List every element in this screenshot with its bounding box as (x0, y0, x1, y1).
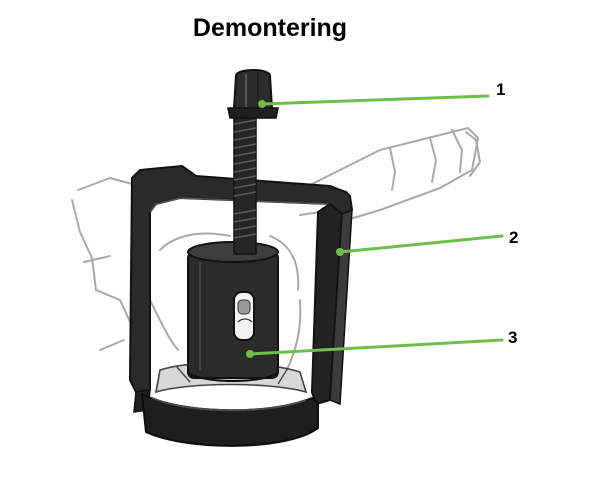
spindle-head (227, 69, 279, 119)
callout-number-2: 2 (509, 228, 519, 247)
leader-dots (246, 100, 344, 358)
leader-lines (248, 94, 504, 356)
diagram-title: Demontering (192, 14, 348, 42)
leader-dot-3 (246, 350, 254, 358)
base-plate (141, 393, 319, 447)
leader-line-3 (248, 338, 504, 356)
leader-dot-1 (258, 100, 266, 108)
puller-frame (129, 165, 353, 413)
leader-line-2 (338, 234, 504, 254)
leader-line-1 (260, 94, 490, 106)
callout-number-1: 1 (496, 80, 506, 99)
callout-number-3: 3 (508, 328, 518, 347)
bearing-sleeve (187, 241, 279, 382)
leader-dot-2 (336, 248, 344, 256)
threaded-spindle (233, 107, 257, 255)
